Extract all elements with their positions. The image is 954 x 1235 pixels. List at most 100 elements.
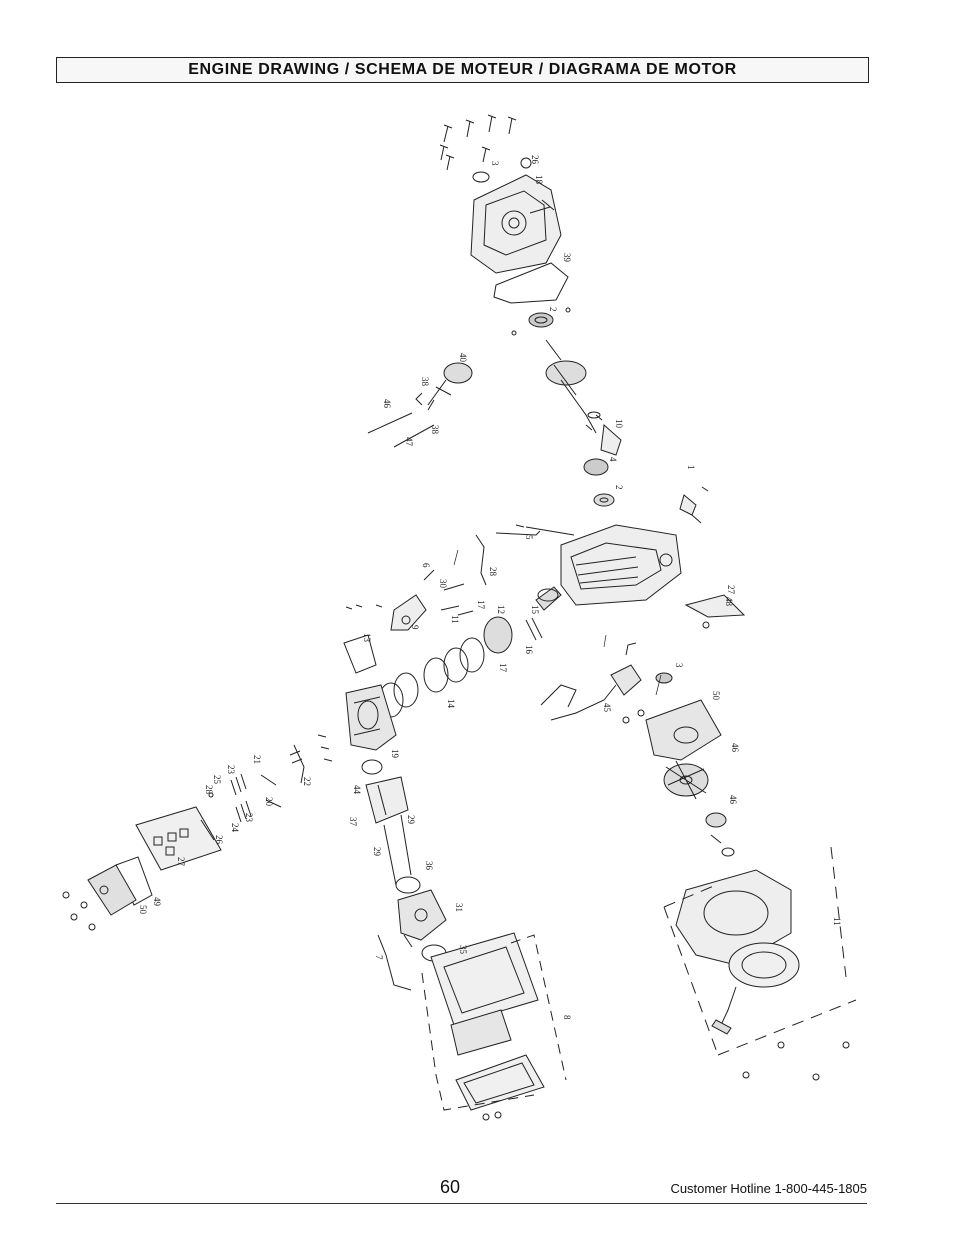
callout-42: 45 [602,703,612,713]
customer-hotline: Customer Hotline 1-800-445-1805 [670,1181,867,1196]
valve-cover [62,864,137,931]
callout-7: 7 [374,955,384,960]
callout-32: 26 [530,155,540,165]
footer-rule [56,1203,867,1204]
callout-3b: 3 [674,663,684,668]
push-rod-a [367,412,413,434]
crankcase-gasket [493,262,569,304]
callout-21: 21 [252,755,262,764]
crankshaft [545,339,601,434]
connecting-rod [525,586,562,641]
callout-44: 46 [728,795,738,805]
callout-37: 37 [348,817,358,827]
carburetor [397,889,447,948]
callout-45: 46 [730,743,740,753]
callout-3a: 3 [490,161,500,166]
callout-1: 1 [686,465,696,470]
callout-46b: 47 [404,437,414,447]
callout-27: 27 [176,857,186,867]
intake-manifold [361,759,409,824]
callout-10: 10 [614,419,624,429]
callout-2a: 2 [548,307,558,312]
governor-lever [684,594,746,629]
callout-4: 4 [608,457,618,462]
callout-6: 6 [421,563,431,568]
callout-49: 49 [152,897,162,907]
carb-gasket [395,876,421,894]
callout-20: 20 [264,797,274,807]
callout-labels: 26 3 18 39 2 40 38 46 38 47 10 4 2 1 5 2… [138,155,842,1020]
callout-12: 11 [450,615,460,624]
callout-39: 39 [562,253,572,263]
piston-and-rings [378,616,513,718]
callout-38b: 38 [430,425,440,435]
callout-33: 27 [726,585,736,595]
callout-11: 11 [832,917,842,926]
carb-stud-a [383,824,397,886]
blower-housing-inner [622,699,722,761]
callout-16: 16 [524,645,534,655]
callout-9: 9 [410,625,420,630]
push-rod-b [393,424,435,448]
engine-exploded-diagram: 26 3 18 39 2 40 38 46 38 47 10 4 2 1 5 2… [56,95,867,1155]
callout-47: 48 [724,597,734,607]
callout-15: 15 [530,605,540,615]
crankcase-cover-bolts [439,114,517,171]
callout-8: 8 [562,1015,572,1020]
callout-22: 22 [302,777,312,786]
head-gasket [343,634,377,674]
recoil-starter [663,846,857,1081]
rocker-hardware [423,569,474,616]
callout-25: 25 [212,775,222,785]
callout-18: 18 [534,175,544,185]
callout-19: 19 [390,749,400,759]
carb-stud-b [400,814,412,876]
callout-14: 14 [446,699,456,709]
callout-43: 13 [362,633,372,643]
starter-cup [705,812,735,857]
diagram-svg: 26 3 18 39 2 40 38 46 38 47 10 4 2 1 5 2… [62,114,857,1121]
crank-bearing-top [511,307,571,336]
callout-29b: 29 [372,847,382,857]
crankcase-cover [470,157,562,274]
air-filter-assembly [421,932,567,1121]
governor-link [475,534,487,586]
callout-31: 31 [454,903,464,912]
engine-block [515,524,682,606]
callout-17b: 17 [498,663,508,673]
rocker-bracket [345,594,427,631]
leader-lines [453,549,662,696]
callout-23a: 23 [226,765,236,775]
page-number: 60 [440,1177,461,1197]
governor-assembly [583,414,622,507]
choke-rod [377,934,412,991]
camshaft [415,362,473,411]
callout-34: 28 [488,567,498,577]
fuel-line [540,642,642,721]
rocker-cover-plate [135,806,222,871]
callout-23b: 23 [244,813,254,823]
page-title-box: ENGINE DRAWING / SCHEMA DE MOTEUR / DIAG… [56,57,869,83]
callout-29a: 29 [406,815,416,825]
callout-38a: 38 [420,377,430,387]
callout-35: 35 [458,945,468,955]
callout-24: 24 [230,823,240,833]
callout-41: 44 [352,785,362,795]
cylinder-head [317,684,397,762]
callout-13a: 12 [496,605,506,614]
spark-plug [289,744,305,784]
flywheel [663,760,709,800]
governor-arm [679,486,709,524]
callout-46a: 46 [382,399,392,409]
callout-26: 26 [214,835,224,845]
valves-and-springs [208,773,282,823]
oil-seal-lower [655,672,673,684]
callout-30: 30 [438,579,448,589]
callout-36: 36 [424,861,434,871]
callout-40: 40 [458,353,468,363]
page-title: ENGINE DRAWING / SCHEMA DE MOTEUR / DIAG… [188,61,737,78]
callout-28: 28 [204,785,214,795]
throttle-spring [495,530,541,536]
callout-17a: 17 [476,600,486,610]
callout-48: 50 [711,691,721,701]
